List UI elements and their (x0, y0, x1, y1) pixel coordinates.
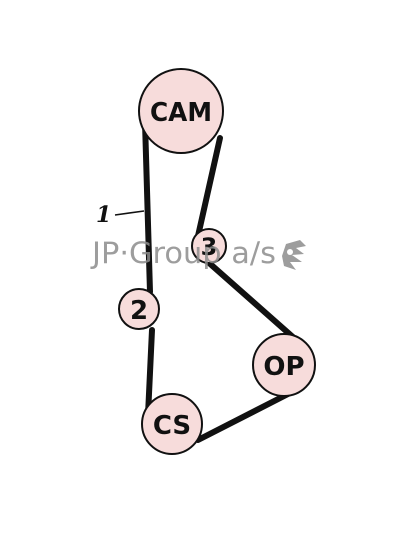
cam-pulley-disc (138, 68, 224, 154)
idler-pulley-label: 2 (130, 296, 148, 326)
watermark-text: JP·Group a/s (90, 236, 276, 270)
idler-pulley-disc (118, 288, 160, 330)
watermark-logo-icon (282, 240, 306, 270)
cam-pulley: CAM (138, 68, 224, 154)
oil-pump-pulley: OP (252, 333, 316, 397)
crankshaft-pulley-disc (141, 393, 203, 455)
tensioner-pulley-label: 3 (201, 233, 218, 261)
watermark: JP·Group a/s (90, 236, 306, 270)
oil-pump-pulley-disc (252, 333, 316, 397)
tensioner-pulley: 3 (191, 228, 227, 264)
idler-pulley: 2 (118, 288, 160, 330)
belt-segment-cam-to-idler (142, 119, 153, 295)
belt-callout: 1 (96, 202, 145, 228)
oil-pump-pulley-label: OP (263, 352, 304, 382)
belt-segment-idler-to-crankshaft (145, 327, 155, 418)
belt-segment-crankshaft-to-oil-pump (195, 391, 291, 443)
crankshaft-pulley-label: CS (153, 411, 191, 441)
tensioner-pulley-disc (191, 228, 227, 264)
belt-segment-cam-to-tensioner (195, 135, 223, 239)
belt-segment-tensioner-to-oil-pump (205, 259, 297, 341)
callout-leader-line (114, 210, 145, 216)
timing-belt (142, 119, 297, 443)
cam-pulley-label: CAM (150, 98, 212, 128)
belt-callout-label: 1 (96, 202, 111, 228)
crankshaft-pulley: CS (141, 393, 203, 455)
